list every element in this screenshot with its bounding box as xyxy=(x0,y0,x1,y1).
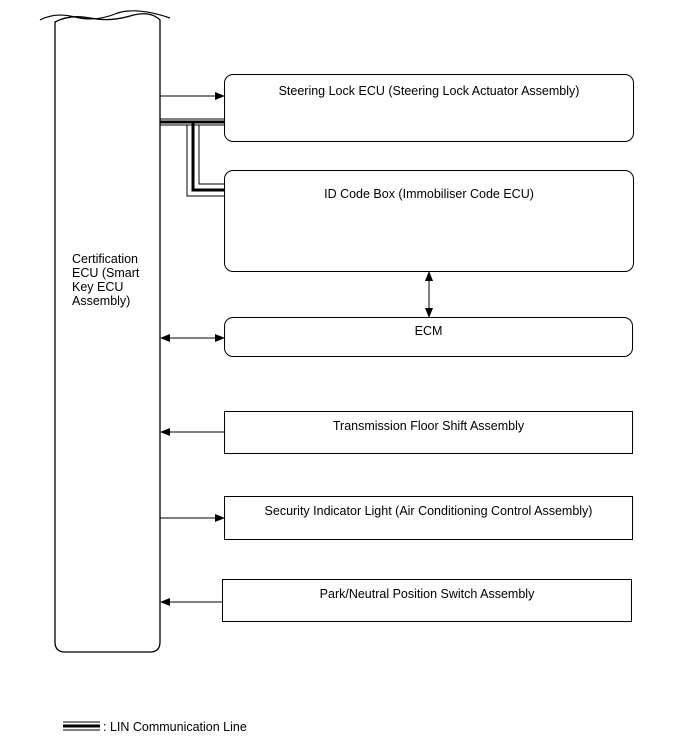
legend-lin-label: : LIN Communication Line xyxy=(103,720,247,734)
break-mark xyxy=(39,10,171,21)
lin-line-id-code xyxy=(186,122,224,197)
security-indicator-light-label: Security Indicator Light (Air Conditioni… xyxy=(264,504,593,518)
steering-lock-ecu-label: Steering Lock ECU (Steering Lock Actuato… xyxy=(278,84,580,98)
park-neutral-switch-box: Park/Neutral Position Switch Assembly xyxy=(222,579,632,622)
steering-lock-ecu-box: Steering Lock ECU (Steering Lock Actuato… xyxy=(224,74,634,142)
certification-ecu-label: Certification ECU (Smart Key ECU Assembl… xyxy=(72,252,140,308)
id-code-box-label: ID Code Box (Immobiliser Code ECU) xyxy=(324,187,534,201)
certification-ecu-box xyxy=(54,13,161,653)
transmission-floor-shift-box: Transmission Floor Shift Assembly xyxy=(224,411,633,454)
ecm-box: ECM xyxy=(224,317,633,357)
park-neutral-switch-label: Park/Neutral Position Switch Assembly xyxy=(319,587,535,601)
security-indicator-light-box: Security Indicator Light (Air Conditioni… xyxy=(224,496,633,540)
transmission-floor-shift-label: Transmission Floor Shift Assembly xyxy=(332,419,525,433)
id-code-box: ID Code Box (Immobiliser Code ECU) xyxy=(224,170,634,272)
legend-lin-symbol xyxy=(63,721,100,731)
ecm-label: ECM xyxy=(414,324,443,338)
